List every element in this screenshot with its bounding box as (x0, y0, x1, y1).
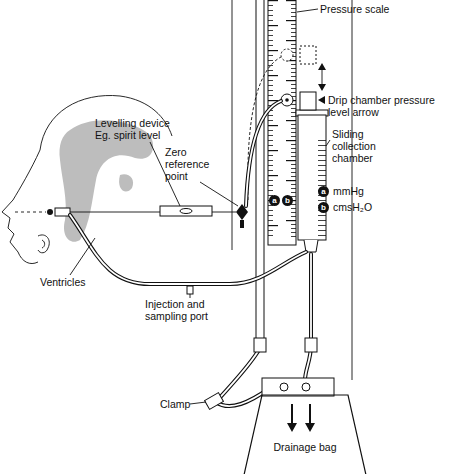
leader-line (190, 402, 206, 404)
level-arrow-dial (281, 94, 293, 106)
leader-line (297, 9, 318, 12)
tube (305, 254, 311, 380)
part-label: Zero reference point (165, 146, 225, 182)
tube (70, 215, 306, 284)
flow-arrow (287, 423, 315, 432)
pressure-scale (268, 0, 296, 245)
catheter-tip (47, 209, 53, 215)
unit-label: mmHg (333, 185, 393, 197)
flow-arrow (292, 404, 310, 424)
tube-fitting (254, 338, 266, 352)
tube-clamp (205, 393, 224, 410)
stand-rod (256, 0, 264, 345)
key-circle (282, 195, 293, 206)
leader-line (200, 182, 238, 206)
tube (246, 101, 281, 206)
pressure-level-arrow (318, 96, 325, 104)
part-label: Ventricles (40, 276, 120, 288)
tube (70, 215, 306, 284)
slide-arrow (318, 63, 326, 91)
callout-letter: a (318, 186, 329, 197)
alt-drip-chamber (300, 46, 316, 64)
stopcock (240, 220, 244, 228)
part-label: Injection and sampling port (145, 298, 245, 322)
key-circle (318, 186, 329, 197)
face-profile (2, 150, 40, 264)
bag-outline (240, 395, 370, 474)
bag-port (280, 383, 288, 391)
stopcock (236, 204, 248, 220)
spirit-level (160, 206, 212, 216)
scale-key: a (269, 195, 280, 206)
drainage-bag: Drainage bag (240, 395, 370, 474)
part-label: Pressure scale (320, 3, 440, 15)
part-label: Clamp (160, 398, 200, 410)
node-text: Drainage bag (273, 441, 336, 453)
tube-fitting (305, 338, 317, 352)
tube (246, 101, 281, 206)
bag-outline (244, 395, 366, 474)
ventricles-shape (119, 174, 133, 191)
leader-line (70, 238, 95, 275)
ear (38, 235, 49, 253)
drip-chamber (300, 92, 316, 110)
part-label: Levelling device Eg. spirit level (95, 117, 187, 141)
unit-label: cmsH₂O (333, 201, 393, 213)
legend-key: b (318, 202, 329, 213)
reference-line (15, 212, 46, 213)
sampling-port (187, 286, 193, 294)
alt-level-arrow (281, 49, 293, 61)
catheter-connector (55, 208, 70, 216)
part-label: Drip chamber pressure level arrow (328, 94, 448, 118)
leader-line (190, 294, 191, 298)
bag-port (302, 383, 310, 391)
callout-letter: b (318, 202, 329, 213)
tube (305, 254, 311, 380)
bag-hanger (262, 378, 334, 396)
alt-tube (248, 57, 281, 200)
part-label: Sliding collection chamber (332, 128, 394, 164)
legend-key: a (318, 186, 329, 197)
key-circle (269, 195, 280, 206)
key-circle (318, 202, 329, 213)
collection-chamber (298, 115, 326, 240)
level-bubble (180, 209, 192, 214)
level-arrow-dial (285, 98, 289, 102)
scale-key: b (282, 195, 293, 206)
callout-letter: a (269, 195, 280, 206)
leader-line (326, 140, 330, 146)
callout-letter: b (282, 195, 293, 206)
